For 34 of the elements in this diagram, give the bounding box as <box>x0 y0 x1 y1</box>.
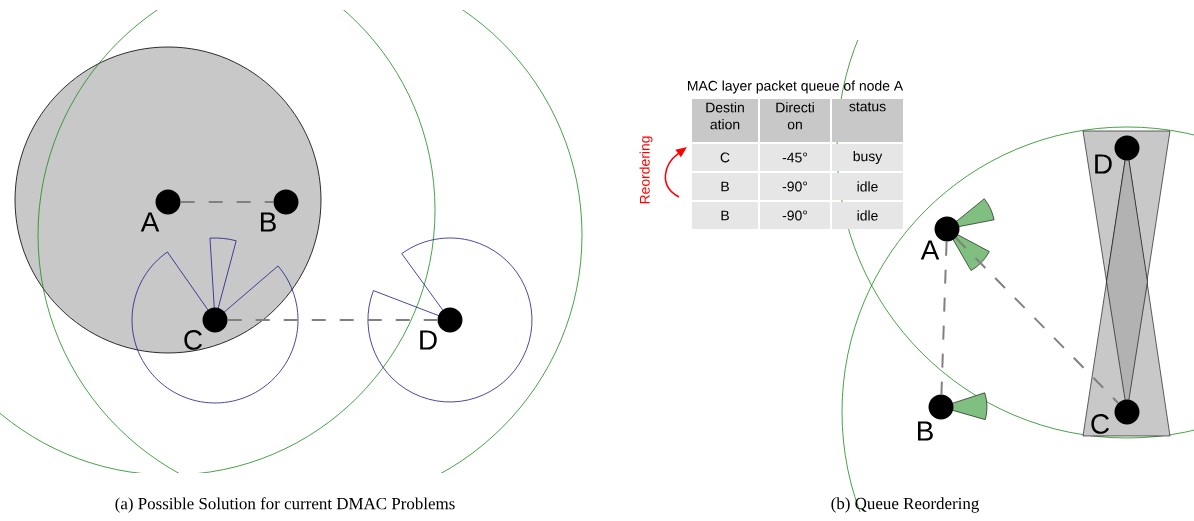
table-cell: idle <box>832 173 903 200</box>
node-label: D <box>1095 154 1112 174</box>
node-dot <box>934 216 960 242</box>
table-cell: Destin ation <box>692 99 758 142</box>
node-label: C <box>1091 414 1109 434</box>
table-cell: Directi on <box>760 99 830 142</box>
dashed-line <box>940 240 948 396</box>
caption: (a) Possible Solution for current DMAC Problems <box>115 497 455 513</box>
node-dot <box>1114 135 1140 161</box>
table-cell: -45° <box>760 144 830 171</box>
table-cell: C <box>692 144 758 171</box>
dashed-line <box>954 237 1120 404</box>
table-cell: -90° <box>760 202 830 229</box>
node-dot <box>202 307 228 333</box>
table-cell: busy <box>832 144 903 171</box>
rotated-label: Reordering <box>639 136 653 204</box>
table-cell: -90° <box>760 173 830 200</box>
dashed-line <box>179 201 275 203</box>
table-cell: B <box>692 173 758 200</box>
table-title: MAC layer packet queue of node A <box>688 80 904 94</box>
node-label: A <box>920 240 940 260</box>
node-dot <box>437 307 463 333</box>
node-dot <box>1114 399 1140 425</box>
node-label: B <box>918 421 933 441</box>
table-cell: idle <box>832 202 903 229</box>
table-cell: status <box>832 99 903 142</box>
table-cell: B <box>692 202 758 229</box>
node-label: D <box>420 330 437 350</box>
node-label: A <box>140 212 160 232</box>
node-dot <box>928 394 954 420</box>
dashed-line <box>226 319 439 321</box>
caption: (b) Queue Reordering <box>831 497 979 513</box>
node-label: C <box>184 330 202 350</box>
node-label: B <box>261 212 276 232</box>
